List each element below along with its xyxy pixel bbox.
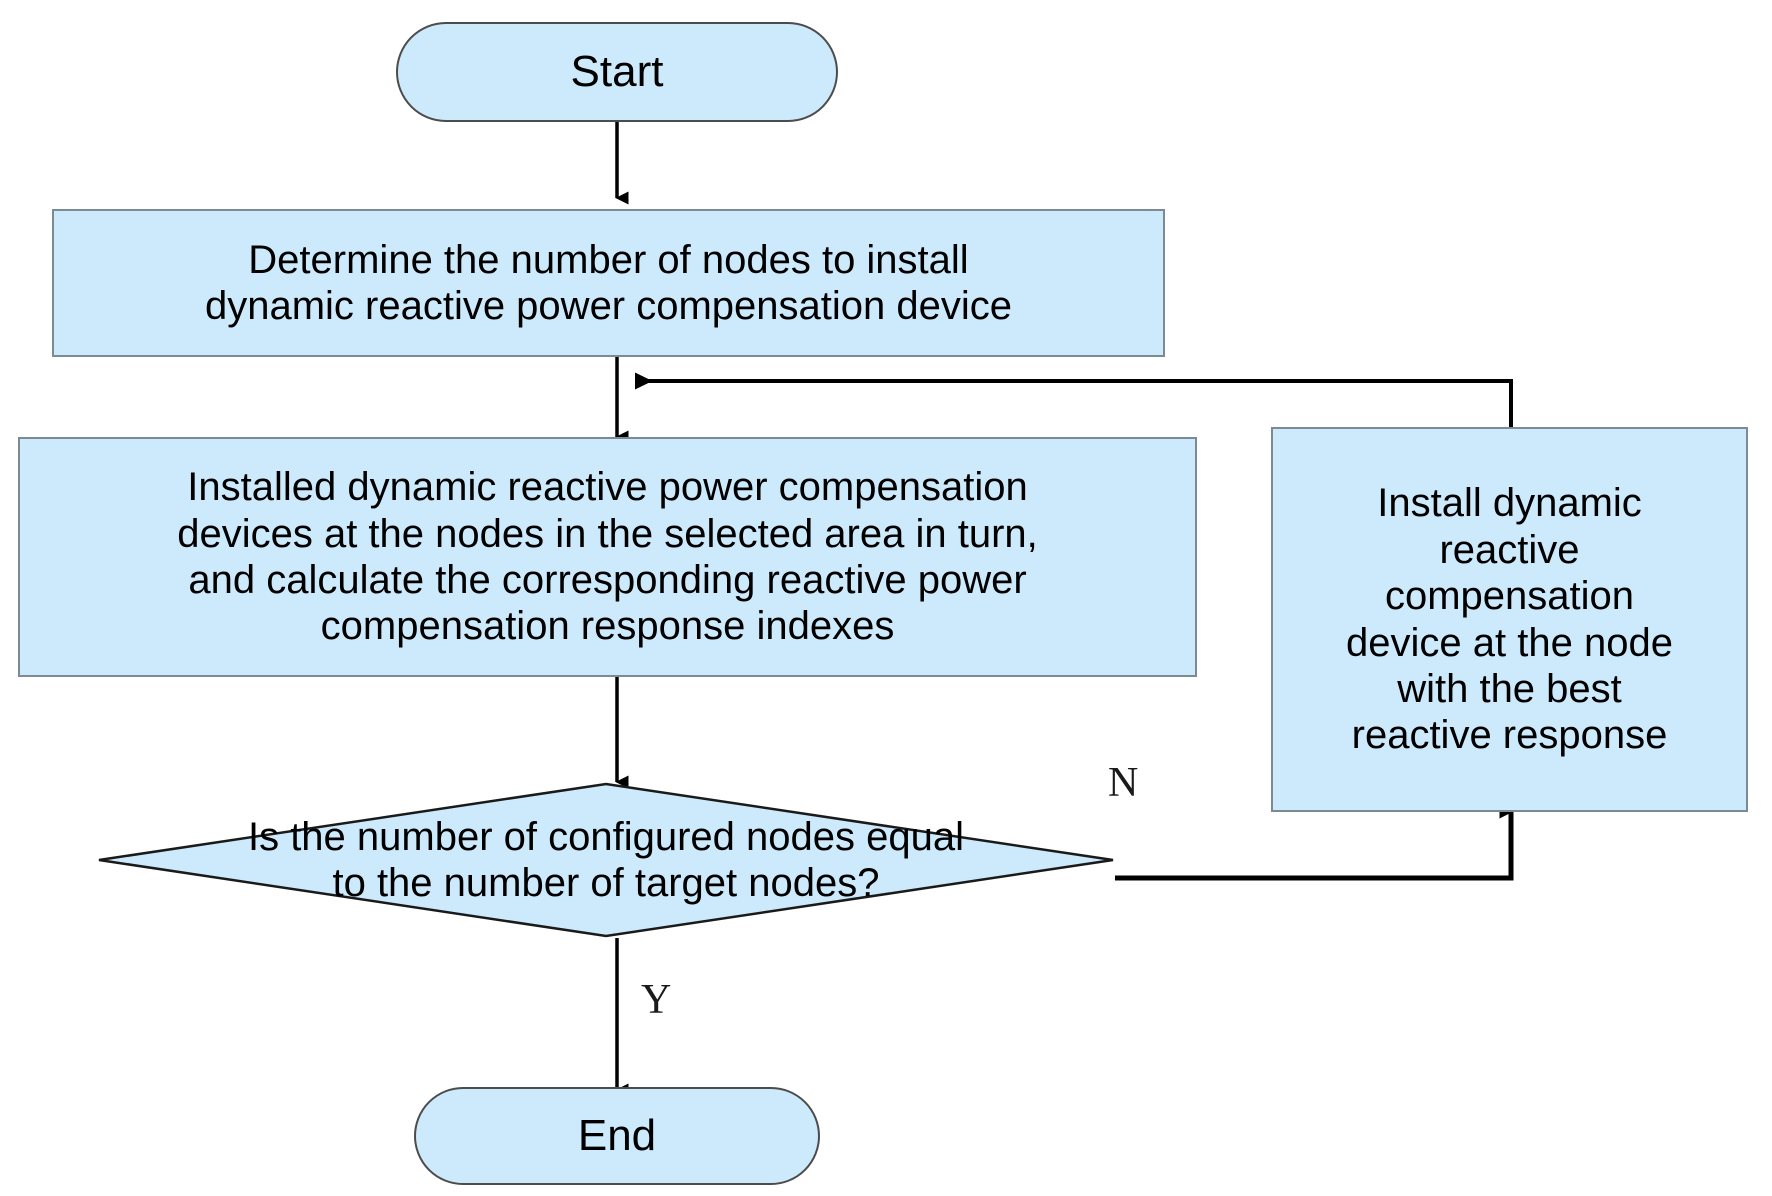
decision-shape: [98, 782, 1114, 938]
node-end[interactable]: End: [414, 1087, 820, 1185]
node-start[interactable]: Start: [396, 22, 838, 122]
edge-install-best-feedback: [635, 372, 1513, 427]
node-install-and-calculate-label: Installed dynamic reactive power compens…: [177, 465, 1038, 649]
node-determine-nodes-label: Determine the number of nodes to install…: [204, 237, 1013, 328]
branch-label-yes: Y: [641, 977, 672, 1023]
node-start-label: Start: [570, 47, 664, 97]
node-install-best-node[interactable]: Install dynamic reactive compensation de…: [1271, 427, 1748, 812]
node-decision-node-count-label: Is the number of configured nodes equal …: [247, 814, 965, 905]
node-install-and-calculate[interactable]: Installed dynamic reactive power compens…: [18, 437, 1197, 677]
node-determine-nodes[interactable]: Determine the number of nodes to install…: [52, 209, 1165, 357]
node-end-label: End: [577, 1111, 657, 1161]
edge-decision-no-to-install-best: [1115, 805, 1514, 881]
node-decision-node-count[interactable]: Is the number of configured nodes equal …: [97, 782, 1115, 938]
branch-label-no: N: [1108, 760, 1139, 806]
node-install-best-node-label: Install dynamic reactive compensation de…: [1346, 481, 1673, 758]
